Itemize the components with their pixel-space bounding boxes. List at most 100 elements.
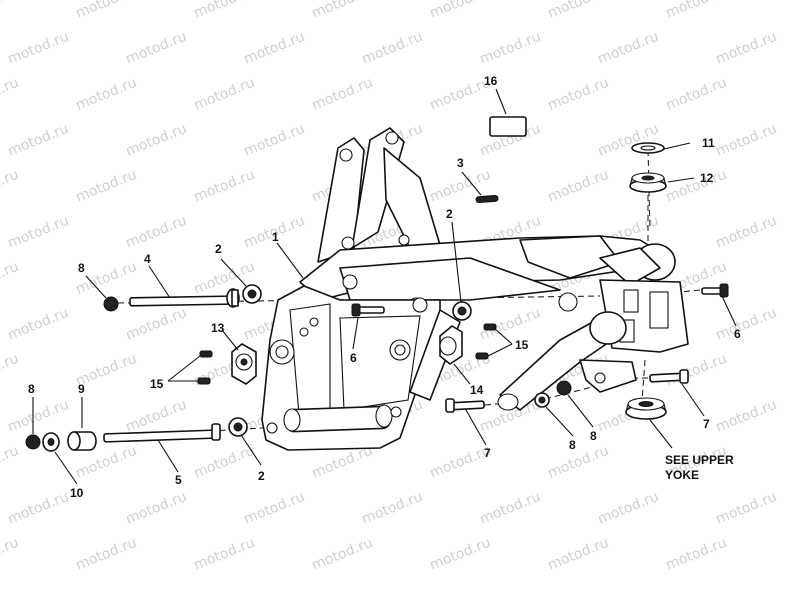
bearing-12 <box>629 172 667 193</box>
watermark-text: motod.ru <box>124 213 190 252</box>
watermark-text: motod.ru <box>546 535 612 574</box>
watermark-text: motod.ru <box>6 213 72 252</box>
watermark-text: motod.ru <box>124 305 190 344</box>
screws-15-right <box>475 323 497 360</box>
watermark-text: motod.ru <box>242 489 308 528</box>
bolt-4 <box>129 288 240 308</box>
watermark-text: motod.ru <box>74 535 140 574</box>
main-frame <box>261 127 689 451</box>
watermark-text: motod.ru <box>242 29 308 68</box>
watermark-text: motod.ru <box>310 0 376 22</box>
callout-6-right: 6 <box>734 327 741 341</box>
callout-15-right: 15 <box>515 338 529 352</box>
bushing-2-center <box>452 301 472 321</box>
mount-13 <box>231 343 257 385</box>
watermark-text: motod.ru <box>478 489 544 528</box>
watermark-text: motod.ru <box>546 0 612 22</box>
nut-8-left <box>25 434 41 450</box>
bolt-7-left <box>445 398 485 413</box>
watermark-text: motod.ru <box>0 535 21 574</box>
watermark-text: motod.ru <box>596 121 662 160</box>
watermark-text: motod.ru <box>192 167 258 206</box>
callout-5: 5 <box>175 473 182 487</box>
watermark-text: motod.ru <box>192 75 258 114</box>
callout-labels: 1 2 2 2 3 4 5 6 6 7 7 8 8 8 8 9 10 11 12… <box>28 74 741 500</box>
watermark-text: motod.ru <box>74 0 140 22</box>
watermark-text: motod.ru <box>192 0 258 22</box>
washer-10 <box>42 432 60 452</box>
leader-lines <box>32 88 737 485</box>
bolt-6-left <box>351 303 385 317</box>
note-line-1: SEE UPPER <box>665 453 734 467</box>
bolt-5 <box>103 423 221 443</box>
watermark-text: motod.ru <box>664 167 730 206</box>
watermark-text: motod.ru <box>664 535 730 574</box>
callout-9: 9 <box>78 382 85 396</box>
watermark-text: motod.ru <box>360 29 426 68</box>
callout-12: 12 <box>700 171 714 185</box>
bolt-7-right <box>649 369 689 384</box>
callout-2-upper: 2 <box>215 242 222 256</box>
watermark-text: motod.ru <box>546 443 612 482</box>
watermark-text: motod.ru <box>6 29 72 68</box>
callout-3: 3 <box>457 156 464 170</box>
watermark-text: motod.ru <box>664 351 730 390</box>
watermark-text: motod.ru <box>714 489 780 528</box>
watermark-text: motod.ru <box>714 305 780 344</box>
watermark-text: motod.ru <box>0 443 21 482</box>
nut-8-mid <box>534 392 550 408</box>
nut-8-top <box>103 296 119 312</box>
nut-8-right <box>556 380 572 396</box>
watermark-text: motod.ru <box>0 259 21 298</box>
watermark-text: motod.ru <box>0 0 21 22</box>
watermark-text: motod.ru <box>664 75 730 114</box>
callout-8-right: 8 <box>590 429 597 443</box>
see-upper-yoke-note: SEE UPPER YOKE <box>665 453 734 482</box>
washer-11 <box>631 142 665 154</box>
callout-1: 1 <box>272 230 279 244</box>
callout-16: 16 <box>484 74 498 88</box>
callout-11: 11 <box>702 136 715 150</box>
screws-15-left <box>197 350 213 385</box>
watermark-text: motod.ru <box>546 167 612 206</box>
watermark-text: motod.ru <box>6 121 72 160</box>
watermark-text: motod.ru <box>714 213 780 252</box>
callout-6-left: 6 <box>350 351 357 365</box>
spacer-9 <box>67 431 97 451</box>
callout-14: 14 <box>470 383 484 397</box>
watermark-text: motod.ru <box>0 75 21 114</box>
bushing-2-lower <box>228 417 248 437</box>
watermark-text: motod.ru <box>124 29 190 68</box>
watermark-text: motod.ru <box>428 535 494 574</box>
watermark-text: motod.ru <box>546 75 612 114</box>
watermark-text: motod.ru <box>0 167 21 206</box>
watermark-text: motod.ru <box>74 75 140 114</box>
watermark-text: motod.ru <box>428 0 494 22</box>
watermark-text: motod.ru <box>478 29 544 68</box>
pin-3 <box>475 194 499 204</box>
watermark-text: motod.ru <box>192 443 258 482</box>
watermark-text: motod.ru <box>6 397 72 436</box>
watermark-text: motod.ru <box>242 121 308 160</box>
watermark-text: motod.ru <box>360 489 426 528</box>
lower-bearing <box>625 397 667 420</box>
watermark-text: motod.ru <box>596 489 662 528</box>
watermark-text: motod.ru <box>664 0 730 22</box>
watermark-text: motod.ru <box>596 29 662 68</box>
callout-7-right: 7 <box>703 417 710 431</box>
callout-2-center: 2 <box>446 207 453 221</box>
watermark-text: motod.ru <box>124 489 190 528</box>
callout-8-mid: 8 <box>569 438 576 452</box>
watermark-text: motod.ru <box>74 167 140 206</box>
watermark-text: motod.ru <box>714 397 780 436</box>
watermark-text: motod.ru <box>6 489 72 528</box>
watermark-text: motod.ru <box>192 535 258 574</box>
callout-2-lower: 2 <box>258 469 265 483</box>
callout-8-left: 8 <box>28 382 35 396</box>
callout-15-left: 15 <box>150 377 164 391</box>
label-plate-16 <box>489 116 527 137</box>
watermark-text: motod.ru <box>124 121 190 160</box>
callout-13: 13 <box>211 321 225 335</box>
